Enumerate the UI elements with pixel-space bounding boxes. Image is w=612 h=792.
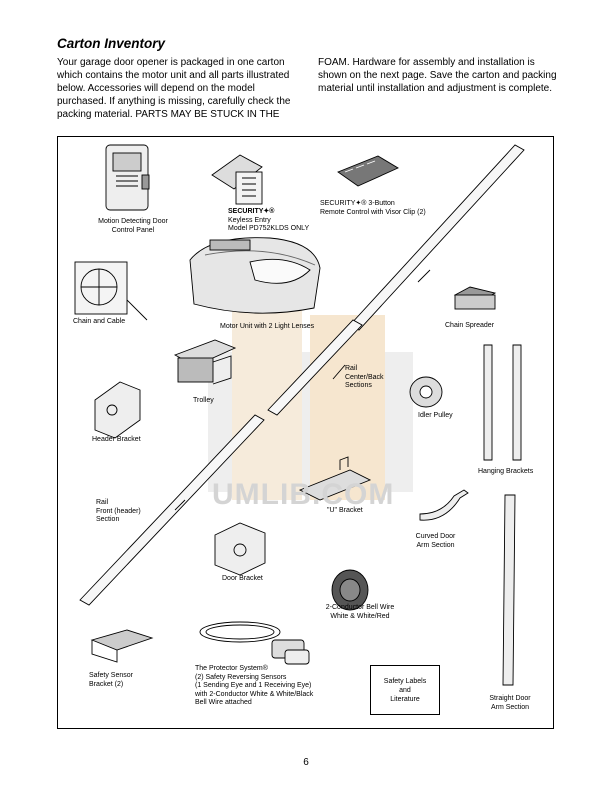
chain-cable-illustration — [74, 261, 148, 321]
page-number: 6 — [303, 757, 309, 768]
hanging-brackets-illustration — [483, 344, 522, 461]
idler-pulley-illustration — [409, 376, 443, 408]
caption-chain-cable: Chain and Cable — [73, 318, 126, 325]
caption-u-bracket: "U" Bracket — [327, 507, 363, 514]
motor-unit-illustration — [189, 237, 321, 314]
intro-column-2: FOAM. Hardware for assembly and installa… — [318, 57, 557, 94]
header-bracket-illustration — [94, 381, 141, 439]
intro-column-1: Your garage door opener is packaged in o… — [57, 57, 291, 120]
rail-front-illustration — [79, 414, 265, 606]
curved-door-arm-illustration — [419, 489, 469, 521]
u-bracket-illustration — [298, 456, 372, 501]
caption-idler-pulley: Idler Pulley — [418, 412, 453, 419]
keyless-entry-illustration — [211, 154, 263, 205]
caption-protector-system: The Protector System®(2) Safety Reversin… — [195, 665, 314, 706]
parts-illustration-frame — [57, 136, 554, 729]
caption-chain-spreader: Chain Spreader — [445, 322, 495, 329]
straight-door-arm-illustration — [502, 494, 516, 686]
trolley-illustration — [173, 339, 237, 385]
remote-control-illustration — [337, 155, 399, 187]
chain-spreader-illustration — [453, 286, 497, 310]
caption-door-bracket: Door Bracket — [222, 575, 263, 582]
control-panel-illustration — [105, 144, 150, 211]
rail-center-illustration — [267, 144, 525, 416]
caption-trolley: Trolley — [193, 397, 214, 404]
section-heading: Carton Inventory — [57, 36, 166, 51]
protector-sensors-illustration — [199, 621, 310, 665]
caption-motor-unit: Motor Unit with 2 Light Lenses — [220, 323, 315, 330]
bell-wire-illustration — [331, 569, 369, 611]
caption-header-bracket: Header Bracket — [92, 436, 141, 443]
safety-bracket-illustration — [90, 629, 154, 663]
caption-hanging-brackets: Hanging Brackets — [478, 468, 534, 475]
door-bracket-illustration — [214, 522, 266, 576]
watermark-text: UMLIB.COM — [212, 478, 395, 511]
